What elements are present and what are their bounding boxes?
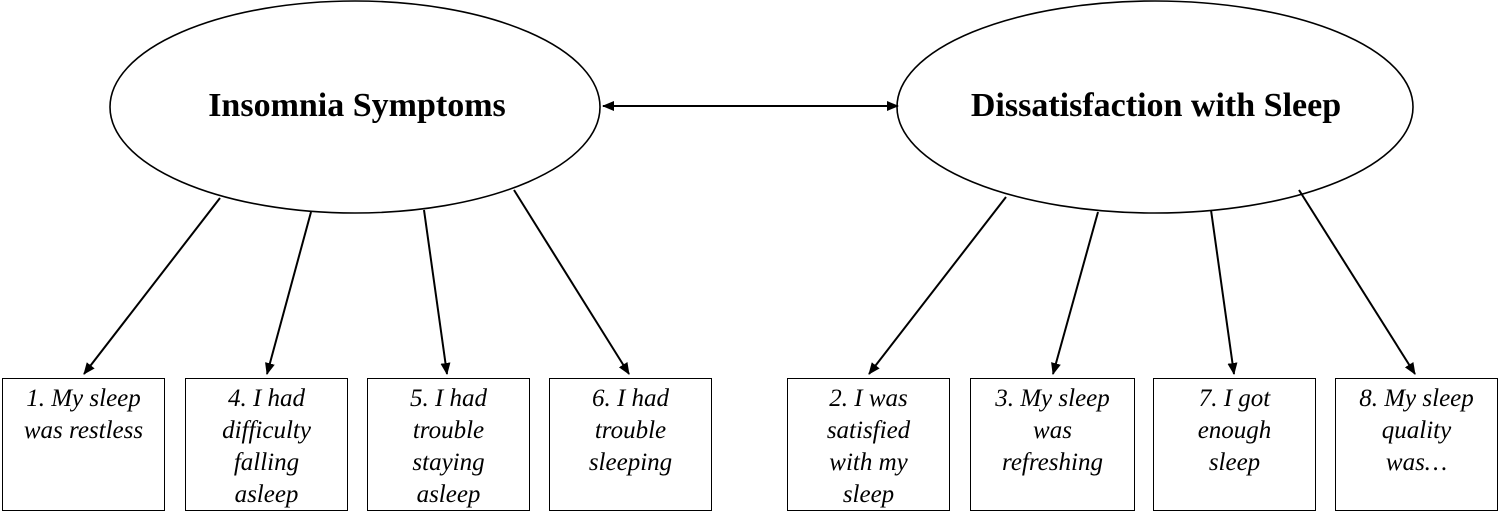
indicator-box-item-1: 1. My sleep was restless [2,378,165,511]
indicator-box-item-2: 2. I was satisfied with my sleep [787,378,950,511]
indicator-box-item-5: 5. I had trouble staying asleep [367,378,530,511]
indicator-box-item-8: 8. My sleep quality was… [1335,378,1498,511]
indicator-box-item-4: 4. I had difficulty falling asleep [185,378,348,511]
indicator-label: 6. I had trouble sleeping [588,385,673,476]
loading-arrow-item-7 [1210,209,1238,375]
indicator-label: 8. My sleep quality was… [1359,385,1474,476]
indicator-label: 4. I had difficulty falling asleep [222,385,311,508]
indicator-label: 1. My sleep was restless [23,385,144,444]
indicator-box-item-7: 7. I got enough sleep [1153,378,1316,511]
loading-arrow-item-8 [1298,189,1416,375]
loading-arrow-item-3 [1051,211,1099,375]
indicator-box-item-3: 3. My sleep was refreshing [970,378,1135,511]
loading-arrow-item-2 [868,196,1007,375]
loading-arrow-item-5 [423,209,451,375]
indicator-label: 2. I was satisfied with my sleep [826,385,911,508]
loading-arrow-item-6 [513,189,630,375]
loading-arrow-item-4 [265,211,312,375]
indicator-label: 5. I had trouble staying asleep [409,385,488,508]
indicator-box-item-6: 6. I had trouble sleeping [549,378,712,511]
indicator-label: 7. I got enough sleep [1197,385,1272,476]
loading-arrow-item-1 [83,197,221,375]
factor-label-dissatisfaction: Dissatisfaction with Sleep [971,87,1341,124]
factor-ellipse-insomnia [109,0,601,214]
factor-label-insomnia: Insomnia Symptoms [208,87,506,124]
indicator-label: 3. My sleep was refreshing [995,385,1110,476]
